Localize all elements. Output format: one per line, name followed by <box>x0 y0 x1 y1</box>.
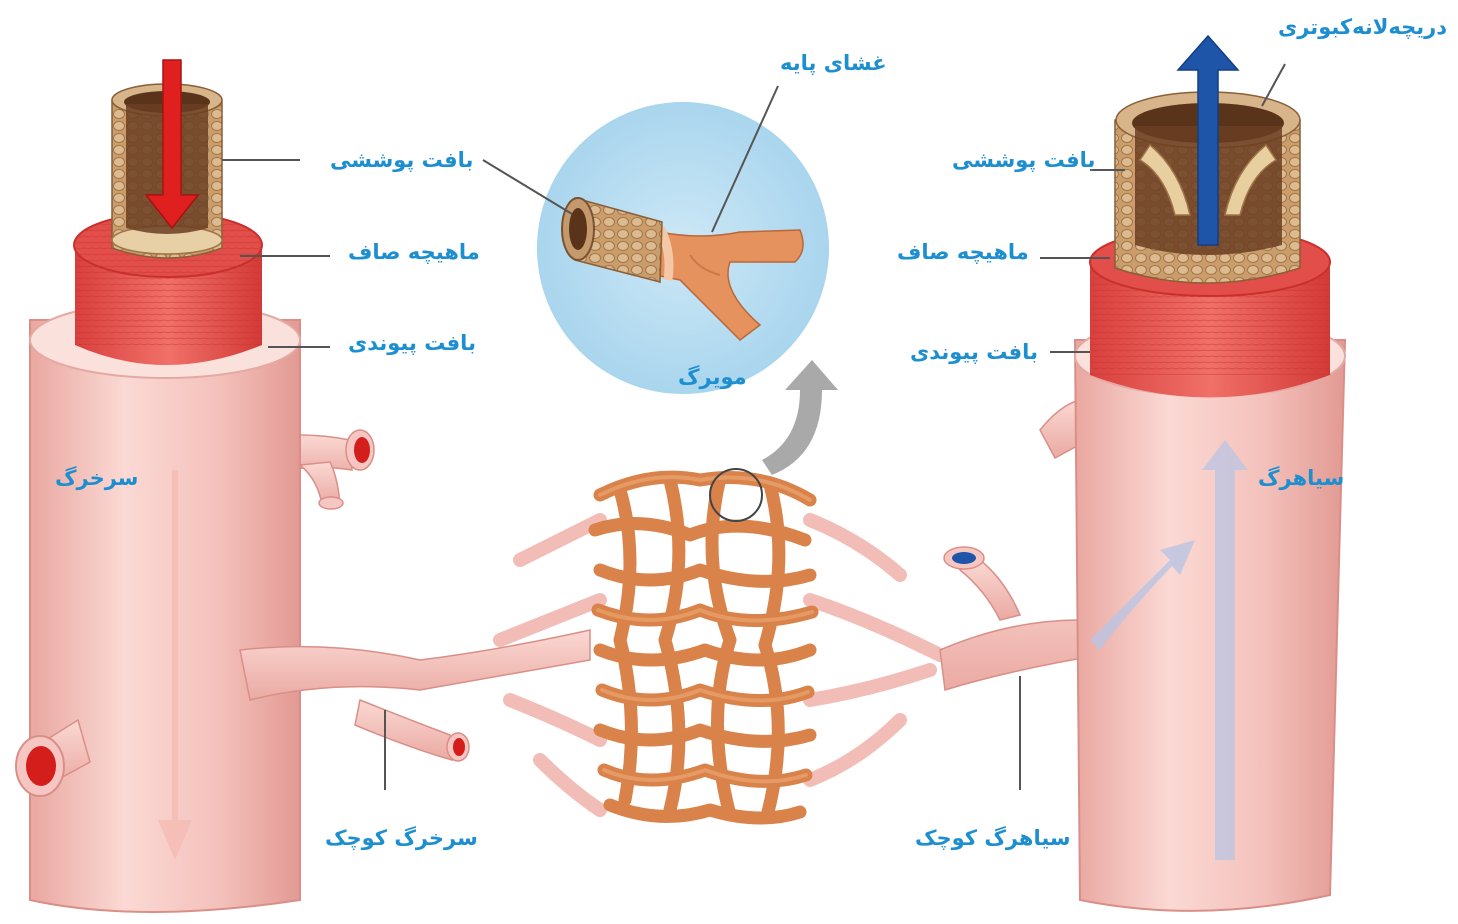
capillary-bed <box>500 360 940 818</box>
artery-connective-label: بافت پیوندی <box>348 333 476 354</box>
vein-smooth-muscle-label: ماهیچه صاف <box>897 242 1029 263</box>
vein-epithelium-label: بافت پوششی <box>952 150 1095 171</box>
vein-connective-label: بافت پیوندی <box>910 342 1038 363</box>
valve-label: دریچه‌لانه‌کبوتری <box>1278 17 1447 38</box>
venule-label: سیاهرگ کوچک <box>915 828 1071 849</box>
capillary-name-label: مویرگ <box>678 367 747 388</box>
artery-epithelium-label: بافت پوششی <box>330 150 473 171</box>
capillary-zoom <box>537 102 829 394</box>
artery-smooth-muscle-label: ماهیچه صاف <box>348 242 480 263</box>
vein-name-label: سیاهرگ <box>1258 468 1344 489</box>
curved-gray-arrow-icon <box>762 360 838 475</box>
basement-membrane-label: غشای پایه <box>780 53 887 74</box>
arteriole-label: سرخرگ کوچک <box>325 828 478 849</box>
artery-name-label: سرخرگ <box>55 468 138 489</box>
